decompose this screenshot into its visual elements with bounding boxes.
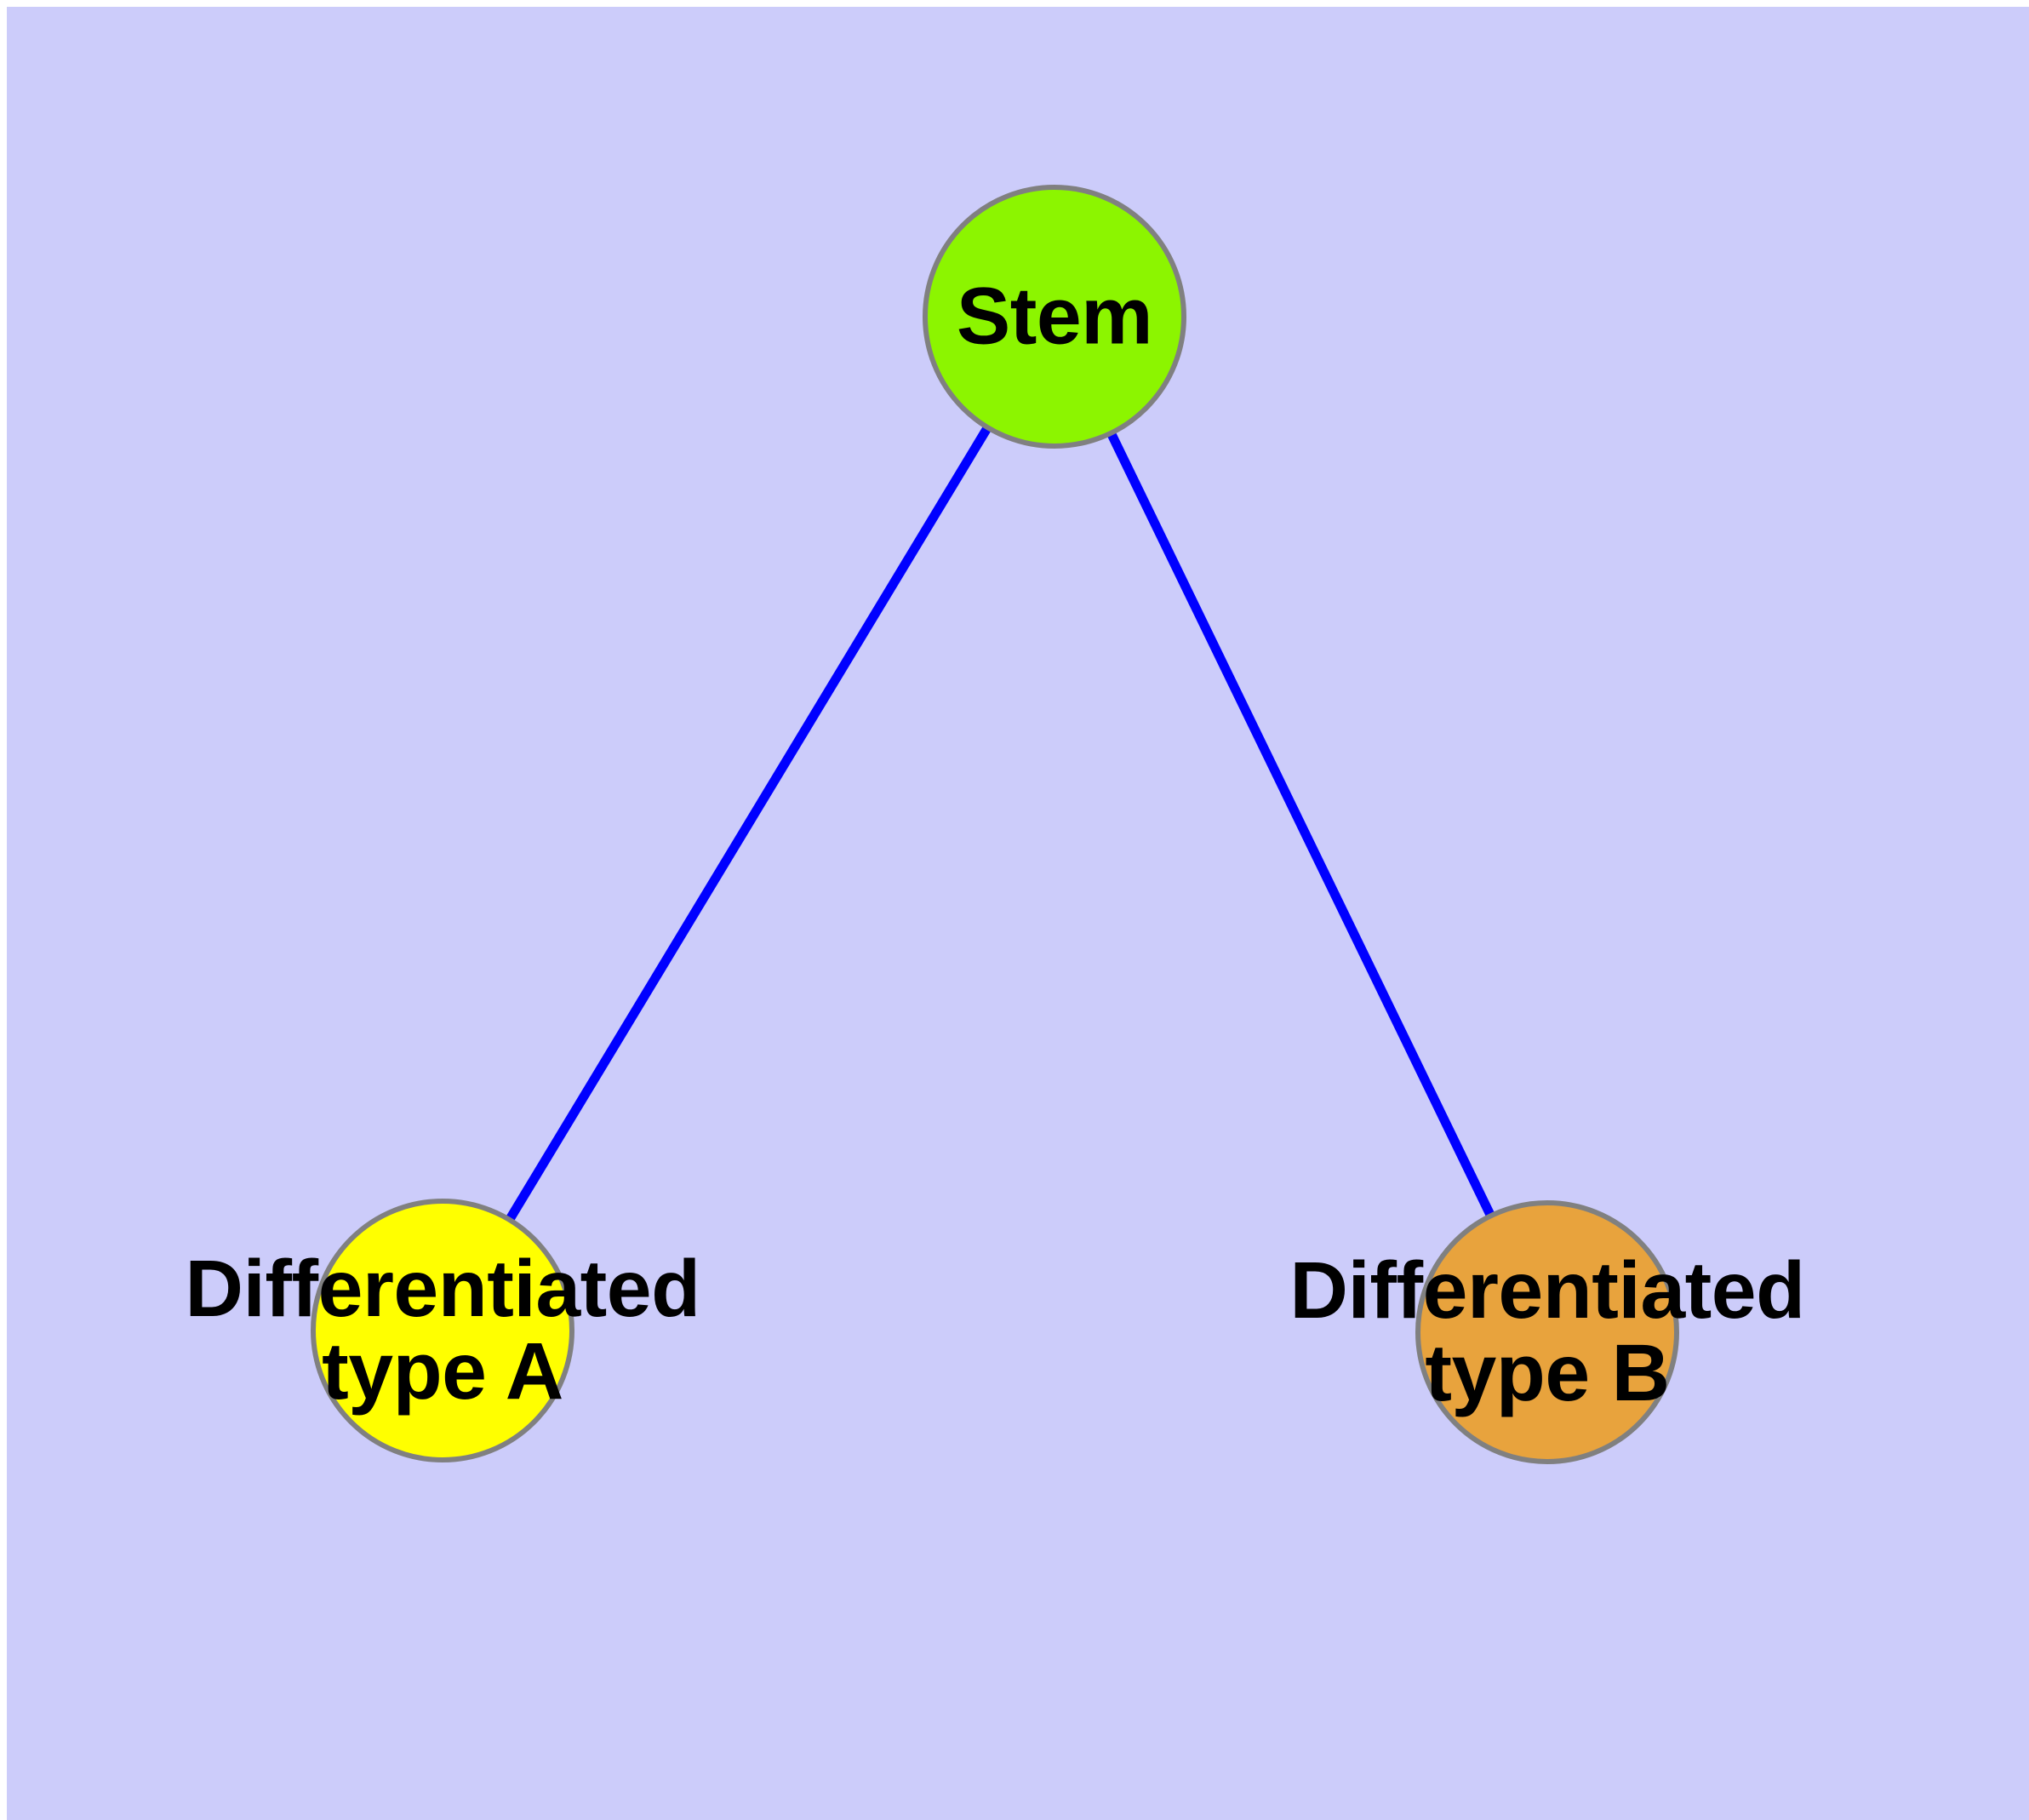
graph-edge-stem-to-b <box>1106 429 1496 1220</box>
graph-node-diff_a[interactable] <box>311 1199 574 1462</box>
graph-node-diff_b[interactable] <box>1415 1200 1679 1464</box>
graph-node-stem[interactable] <box>923 185 1186 449</box>
edges-layer <box>504 423 1496 1224</box>
nodes-layer <box>311 185 1679 1464</box>
graph-svg <box>311 185 1679 1464</box>
graph-edge-stem-to-a <box>504 423 993 1224</box>
